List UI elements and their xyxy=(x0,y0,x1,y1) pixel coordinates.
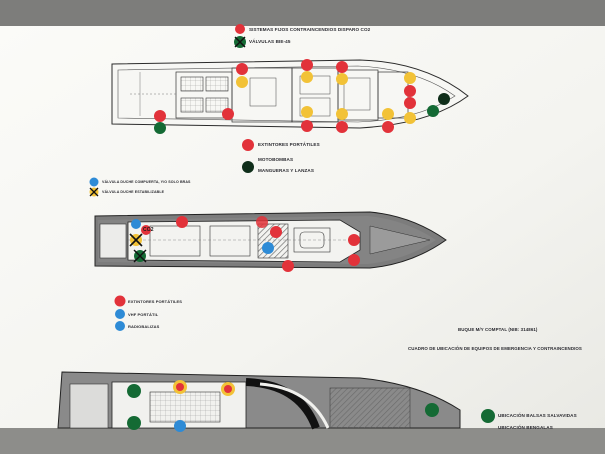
deck-1-hull xyxy=(111,59,469,129)
legend-hoses-label: MANGUERAS Y LANZAS xyxy=(258,168,314,173)
legend-extinguisher-dot xyxy=(242,139,254,151)
legend-liferaft-dot xyxy=(481,409,495,423)
deck-1-markers xyxy=(154,24,450,173)
legend-stabilizer-valve-label: VÁLVULA DUCHE ESTABILIZABLE xyxy=(102,190,165,194)
legend-co2-label: SISTEMAS FIJOS CONTRAINCENDIOS DISPARO C… xyxy=(249,27,371,32)
deck-2-markers xyxy=(89,177,360,331)
chart-title: CUADRO DE UBICACIÓN DE EQUIPOS DE EMERGE… xyxy=(408,346,582,351)
legend-flares-label: UBICACIÓN BENGALAS xyxy=(498,425,553,430)
legend-compartment-valve-label: VÁLVULA DUCHE COMPUERTA, Y/O SOLO BRAS xyxy=(102,180,191,184)
legend-bie-label: VÁLVULAS BIE-45 xyxy=(249,39,291,44)
legend-radiobeacon-dot xyxy=(115,321,125,331)
legend-radiobeacon-label: RADIOBALIZAS xyxy=(128,324,160,329)
legend-extinguisher-dot-2 xyxy=(114,295,126,307)
deck-3-hull xyxy=(57,371,461,430)
deck-2-hull xyxy=(94,211,447,269)
deck-3-markers xyxy=(127,380,495,432)
vessel-name-title: BUQUE M/Y COMPTAL (NIB: 314861) xyxy=(458,327,538,332)
co2-fixed-system-marker xyxy=(235,24,245,34)
legend-vhf-dot xyxy=(115,309,125,319)
legend-motopump-dot xyxy=(242,161,254,173)
legend-motopump-label: MOTOBOMBAS xyxy=(258,157,294,162)
legend-extinguisher-label: EXTINTORES PORTÁTILES xyxy=(258,142,320,147)
legend-vhf-label: VHF PORTÁTIL xyxy=(128,312,159,317)
legend-liferaft-label: UBICACIÓN BALSAS SALVAVIDAS xyxy=(498,413,577,418)
legend-compartment-valve-dot xyxy=(89,177,99,187)
co2-room-label: CO2 xyxy=(143,227,154,233)
legend-extinguisher-label-2: EXTINTORES PORTÁTILES xyxy=(128,299,183,304)
